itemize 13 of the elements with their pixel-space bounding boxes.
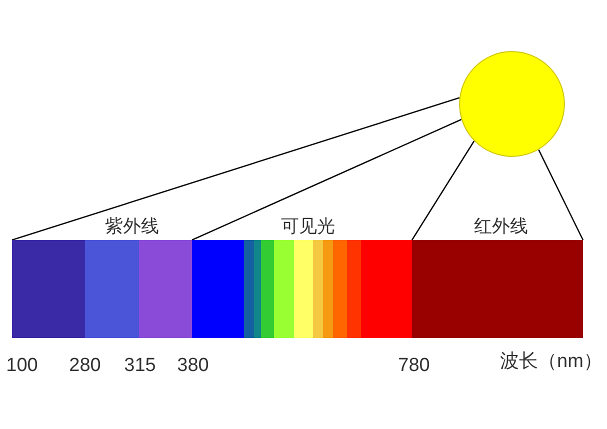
band-label: 红外线 xyxy=(474,215,528,237)
tick-label: 780 xyxy=(398,355,430,377)
connector-line xyxy=(538,150,584,240)
connector-line xyxy=(411,140,475,240)
band-label: 可见光 xyxy=(281,215,335,237)
tick-label: 100 xyxy=(6,355,38,377)
tick-label: 380 xyxy=(177,355,209,377)
band-label: 紫外线 xyxy=(105,215,159,237)
axis-label: 波长（nm） xyxy=(500,351,602,373)
tick-label: 280 xyxy=(69,355,101,377)
connector-line xyxy=(192,118,462,241)
connector-line xyxy=(12,97,460,241)
tick-label: 315 xyxy=(124,355,156,377)
